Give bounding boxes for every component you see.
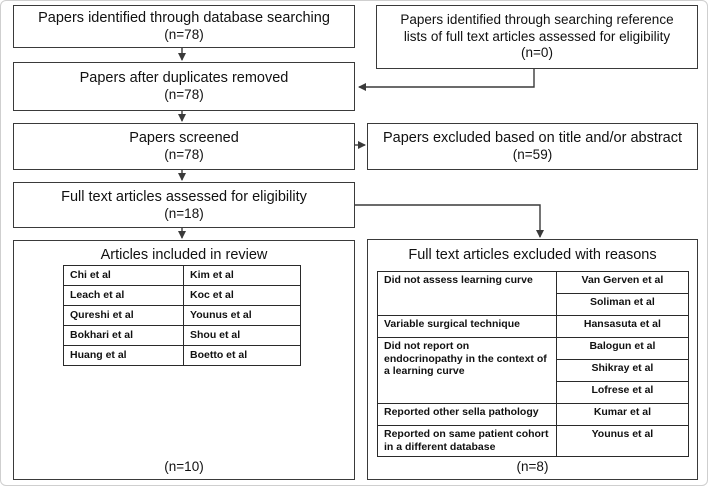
table-row: Soliman et al xyxy=(378,293,690,316)
identified-count: (n=78) xyxy=(164,27,204,43)
included-box: Articles included in review Chi et al Ki… xyxy=(13,240,355,480)
arrow-reference-to-duplicates xyxy=(358,69,535,91)
arrow-fulltext-to-excluded xyxy=(355,204,544,238)
excluded-study: Soliman et al xyxy=(555,293,690,316)
included-article: Younus et al xyxy=(183,305,301,326)
included-article: Bokhari et al xyxy=(62,325,185,346)
screened-title: Papers screened xyxy=(129,130,239,146)
table-row: Did not report on endocrinopathy in the … xyxy=(377,337,690,404)
table-row: Bokhari et al Shou et al xyxy=(62,325,301,346)
excluded-title-box: Papers excluded based on title and/or ab… xyxy=(367,123,698,170)
identified-title: Papers identified through database searc… xyxy=(38,10,330,26)
included-article: Qureshi et al xyxy=(62,305,185,326)
fulltext-box: Full text articles assessed for eligibil… xyxy=(13,182,355,228)
excluded-study: Van Gerven et al xyxy=(555,271,690,294)
excluded-title-label: Papers excluded based on title and/or ab… xyxy=(382,130,683,146)
included-count: (n=10) xyxy=(164,459,204,474)
excluded-fulltext-count: (n=8) xyxy=(516,459,549,474)
included-article: Huang et al xyxy=(62,345,185,366)
exclusion-reason: Variable surgical technique xyxy=(377,315,557,338)
duplicates-removed-box: Papers after duplicates removed (n=78) xyxy=(13,62,355,111)
exclusion-reason: Reported on same patient cohort in a dif… xyxy=(377,425,557,457)
table-row: Reported other sella pathology Kumar et … xyxy=(377,403,690,426)
reference-lists-line1: Papers identified through searching refe… xyxy=(400,11,674,27)
excluded-study: Balogun et al xyxy=(555,337,690,360)
excluded-title-count: (n=59) xyxy=(512,147,553,163)
reference-lists-box: Papers identified through searching refe… xyxy=(376,5,698,69)
included-article: Boetto et al xyxy=(183,345,301,366)
included-articles-table: Chi et al Kim et al Leach et al Koc et a… xyxy=(62,265,301,366)
identified-box: Papers identified through database searc… xyxy=(13,5,355,48)
excluded-study: Hansasuta et al xyxy=(555,315,690,338)
fulltext-count: (n=18) xyxy=(164,205,204,221)
duplicates-removed-count: (n=78) xyxy=(164,87,204,103)
table-row: Leach et al Koc et al xyxy=(62,285,301,306)
excluded-study: Younus et al xyxy=(555,425,690,457)
screened-box: Papers screened (n=78) xyxy=(13,123,355,170)
excluded-study: Kumar et al xyxy=(555,403,690,426)
included-title: Articles included in review xyxy=(100,247,268,263)
table-row: Chi et al Kim et al xyxy=(62,265,301,286)
table-row: Qureshi et al Younus et al xyxy=(62,305,301,326)
included-article: Chi et al xyxy=(62,265,185,286)
table-row: Variable surgical technique Hansasuta et… xyxy=(377,315,690,338)
table-row: Did not assess learning curve Van Gerven… xyxy=(377,271,690,316)
excluded-study: Lofrese et al xyxy=(555,381,690,404)
fulltext-title: Full text articles assessed for eligibil… xyxy=(61,188,307,205)
included-article: Leach et al xyxy=(62,285,185,306)
included-article: Kim et al xyxy=(183,265,301,286)
included-article: Koc et al xyxy=(183,285,301,306)
exclusion-reason: Reported other sella pathology xyxy=(377,403,557,426)
table-row: Lofrese et al xyxy=(378,381,690,404)
table-row: Reported on same patient cohort in a dif… xyxy=(377,425,690,457)
reference-lists-count: (n=0) xyxy=(521,45,553,61)
exclusion-reason: Did not assess learning curve xyxy=(377,271,557,316)
included-article: Shou et al xyxy=(183,325,301,346)
excluded-fulltext-box: Full text articles excluded with reasons… xyxy=(367,239,698,480)
exclusion-reason: Did not report on endocrinopathy in the … xyxy=(377,337,557,404)
excluded-study: Shikray et al xyxy=(555,359,690,382)
duplicates-removed-title: Papers after duplicates removed xyxy=(79,70,289,86)
screened-count: (n=78) xyxy=(164,147,204,163)
excluded-fulltext-title: Full text articles excluded with reasons xyxy=(408,247,657,263)
exclusion-reasons-table: Did not assess learning curve Van Gerven… xyxy=(377,271,690,457)
reference-lists-line2: lists of full text articles assessed for… xyxy=(403,28,671,44)
table-row: Huang et al Boetto et al xyxy=(62,345,301,366)
